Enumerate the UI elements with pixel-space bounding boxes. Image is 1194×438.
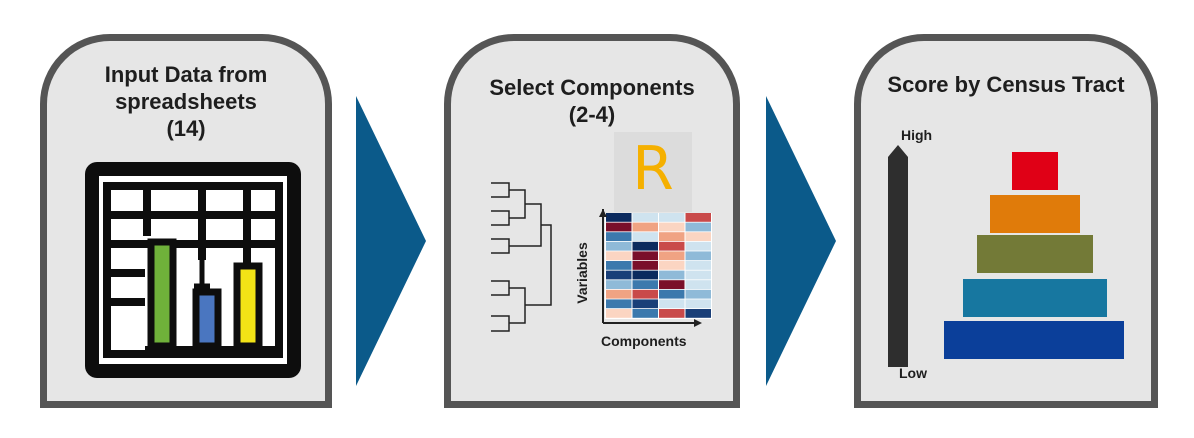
heatmap-cell: [632, 299, 658, 309]
arrow-step-2: [766, 96, 836, 386]
heatmap-cell: [685, 299, 711, 309]
heatmap-cell: [685, 289, 711, 299]
heatmap-cell: [685, 309, 711, 318]
yellow-bar: [233, 262, 263, 350]
heatmap-cell: [632, 213, 658, 222]
heatmap-cell: [606, 309, 632, 318]
pyramid-level-2: [990, 195, 1080, 233]
heatmap-cell: [632, 261, 658, 270]
heatmap-cell: [659, 289, 685, 299]
heatmap-cell: [632, 241, 658, 251]
select-components-title-line-2: (2-4): [568, 102, 616, 127]
blue-bar: [192, 288, 222, 350]
r-logo-icon: R: [614, 132, 692, 212]
score-title-line-1: Score by Census Tract: [887, 72, 1125, 97]
variables-axis-label: Variables: [574, 242, 590, 304]
heatmap-cell: [606, 299, 632, 309]
heatmap-cell: [632, 289, 658, 299]
input-data-title-line-2: spreadsheets: [115, 89, 257, 114]
r-logo-letter: R: [632, 134, 674, 204]
heatmap-cell: [659, 309, 685, 318]
vertical-scale-arrow-icon: [888, 145, 908, 367]
heatmap-icon: [599, 209, 712, 327]
components-axis-label: Components: [601, 333, 687, 349]
heatmap-cell: [685, 232, 711, 241]
heatmap-cell: [685, 261, 711, 270]
select-components-title-line-1: Select Components: [489, 75, 695, 100]
heatmap-cell: [606, 222, 632, 232]
heatmap-cell: [606, 232, 632, 241]
heatmap-cell: [606, 241, 632, 251]
high-label: High: [901, 127, 933, 143]
spreadsheet-chart-icon: [85, 162, 301, 378]
input-data-title-line-3: (14): [166, 116, 206, 141]
low-label: Low: [899, 365, 927, 381]
heatmap-cell: [685, 222, 711, 232]
select-components-title: Select Components (2-4): [451, 74, 733, 128]
heatmap-cell: [659, 232, 685, 241]
heatmap-cell: [685, 251, 711, 261]
dendrogram-icon: [491, 182, 552, 332]
heatmap-cell: [632, 270, 658, 280]
pyramid-level-4: [963, 279, 1107, 317]
green-bar: [147, 238, 177, 350]
heatmap-cell: [632, 251, 658, 261]
score-title: Score by Census Tract: [861, 71, 1151, 98]
heatmap-cell: [659, 241, 685, 251]
pyramid-level-3: [977, 235, 1093, 273]
score-panel: Score by Census Tract High Low: [854, 34, 1158, 408]
select-components-panel: Select Components (2-4) R Variables Comp…: [444, 34, 740, 408]
input-data-panel: Input Data from spreadsheets (14): [40, 34, 332, 408]
heatmap-cell: [606, 251, 632, 261]
input-data-title: Input Data from spreadsheets (14): [47, 61, 325, 142]
heatmap-cell: [632, 309, 658, 318]
heatmap-cell: [659, 261, 685, 270]
heatmap-cell: [659, 213, 685, 222]
heatmap-cell: [659, 222, 685, 232]
heatmap-cell: [659, 270, 685, 280]
heatmap-cell: [632, 280, 658, 289]
heatmap-cell: [659, 251, 685, 261]
heatmap-cell: [606, 289, 632, 299]
heatmap-cell: [632, 222, 658, 232]
heatmap-cell: [606, 213, 632, 222]
heatmap-cell: [685, 241, 711, 251]
input-data-title-line-1: Input Data from: [104, 62, 268, 87]
heatmap-cell: [659, 280, 685, 289]
heatmap-cell: [685, 213, 711, 222]
pyramid-level-5: [944, 321, 1124, 359]
pyramid-level-1: [1012, 152, 1058, 190]
heatmap-cell: [659, 299, 685, 309]
heatmap-cell: [606, 280, 632, 289]
heatmap-cell: [685, 280, 711, 289]
heatmap-cell: [685, 270, 711, 280]
heatmap-cell: [632, 232, 658, 241]
arrow-step-1: [356, 96, 426, 386]
heatmap-cell: [606, 270, 632, 280]
heatmap-cell: [606, 261, 632, 270]
